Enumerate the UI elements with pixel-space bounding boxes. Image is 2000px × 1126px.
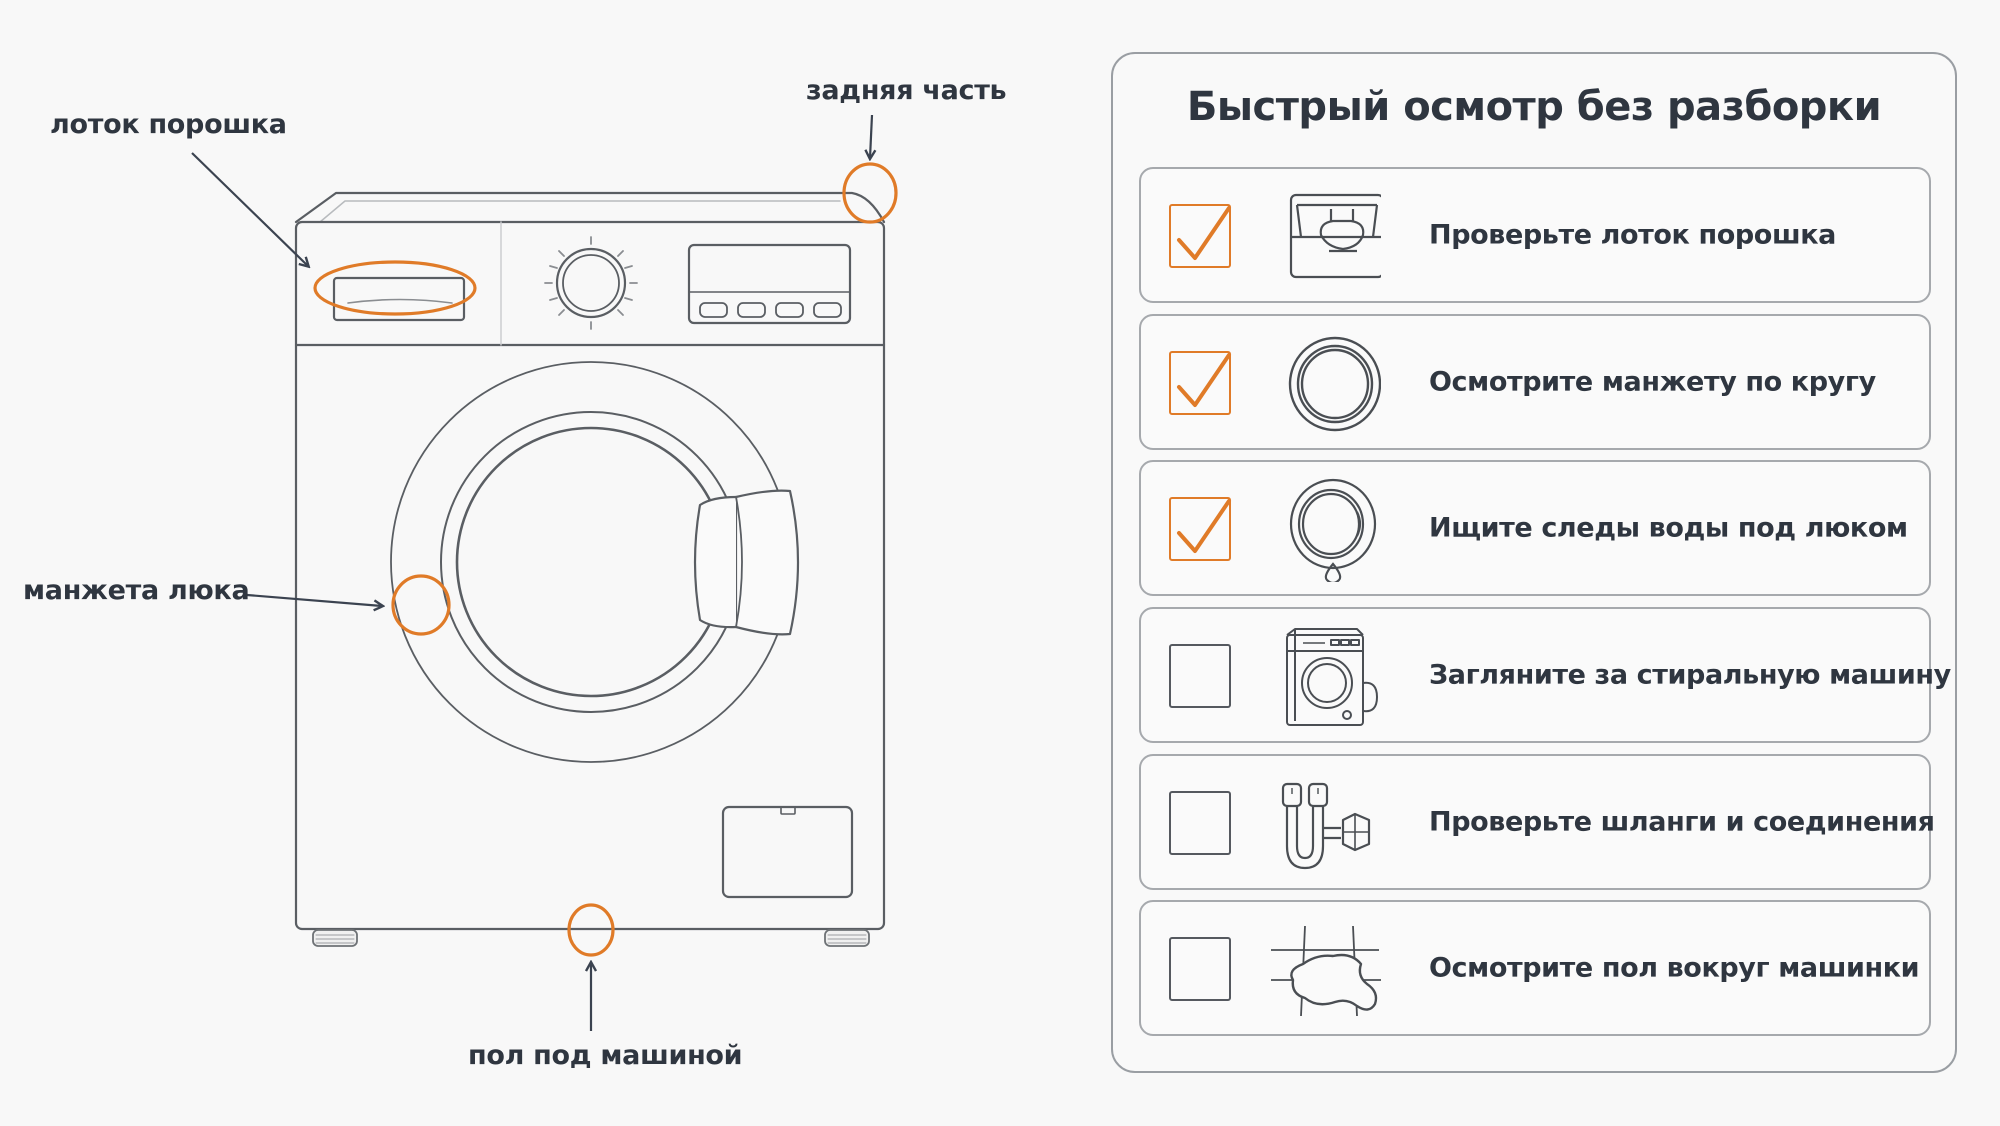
- callout-door-cuff: манжета люка: [23, 575, 250, 606]
- checkmark-icon: [1177, 353, 1231, 407]
- callout-back-side: задняя часть: [806, 75, 1007, 106]
- checkbox-checked[interactable]: [1169, 497, 1231, 561]
- checkbox-unchecked[interactable]: [1169, 791, 1231, 855]
- arrow-door-cuff: [246, 593, 382, 606]
- checklist-item[interactable]: Ищите следы воды под люком: [1139, 460, 1931, 596]
- powder-drawer-icon: [1289, 193, 1381, 279]
- checkmark-icon: [1177, 499, 1231, 553]
- callout-floor-under: пол под машиной: [468, 1040, 743, 1071]
- door-seal-icon: [1288, 336, 1381, 432]
- checklist-item[interactable]: Осмотрите пол вокруг машинки: [1139, 900, 1931, 1036]
- floor-puddle-icon: [1271, 925, 1381, 1017]
- powder-drawer: [332, 276, 466, 322]
- checkmark-icon: [1177, 206, 1231, 260]
- callout-powder-tray: лоток порошка: [50, 109, 287, 140]
- highlight-door-cuff: [391, 574, 451, 636]
- washing-machine-illustration: [191, 114, 898, 1031]
- checkbox-checked[interactable]: [1169, 204, 1231, 268]
- highlight-floor: [567, 903, 615, 957]
- checkbox-checked[interactable]: [1169, 351, 1231, 415]
- program-dial: [555, 247, 627, 319]
- machine-feet: [312, 929, 870, 947]
- display-panel: [687, 243, 852, 325]
- highlight-back-side: [842, 162, 898, 224]
- checklist-item-label: Загляните за стиральную машину: [1429, 659, 1951, 691]
- dial-ticks: [544, 236, 638, 330]
- checklist-item[interactable]: Осмотрите манжету по кругу: [1139, 314, 1931, 450]
- checklist-item[interactable]: Загляните за стиральную машину: [1139, 607, 1951, 743]
- highlight-markers: [313, 162, 898, 957]
- checklist-item-label: Осмотрите пол вокруг машинки: [1429, 952, 1920, 984]
- checkbox-unchecked[interactable]: [1169, 937, 1231, 1001]
- checkbox-unchecked[interactable]: [1169, 644, 1231, 708]
- door-drip-icon: [1289, 478, 1377, 582]
- arrow-powder-tray: [191, 152, 308, 266]
- washing-machine-diagram: лоток порошка задняя часть манжета люка …: [23, 75, 1007, 1071]
- arrow-back-side: [870, 114, 872, 158]
- checklist-item[interactable]: Проверьте шланги и соединения: [1139, 754, 1935, 890]
- checklist-item-label: Проверьте лоток порошка: [1429, 219, 1836, 251]
- door-handle: [693, 489, 800, 636]
- checklist-item-label: Ищите следы воды под люком: [1429, 512, 1908, 544]
- service-hatch: [721, 805, 854, 899]
- checklist-title: Быстрый осмотр без разборки: [1186, 84, 1882, 130]
- washing-machine-icon: [1286, 628, 1378, 726]
- machine-body: [294, 220, 886, 931]
- highlight-powder-tray: [313, 260, 477, 316]
- checklist-panel: Быстрый осмотр без разборки Проверьте ло…: [1111, 52, 1957, 1073]
- checklist-item-label: Проверьте шланги и соединения: [1429, 806, 1935, 838]
- checklist-item[interactable]: Проверьте лоток порошка: [1139, 167, 1931, 303]
- machine-top: [294, 191, 886, 224]
- hose-connector-icon: [1281, 782, 1371, 870]
- door-glass: [455, 426, 727, 698]
- checklist-item-label: Осмотрите манжету по кругу: [1429, 366, 1876, 398]
